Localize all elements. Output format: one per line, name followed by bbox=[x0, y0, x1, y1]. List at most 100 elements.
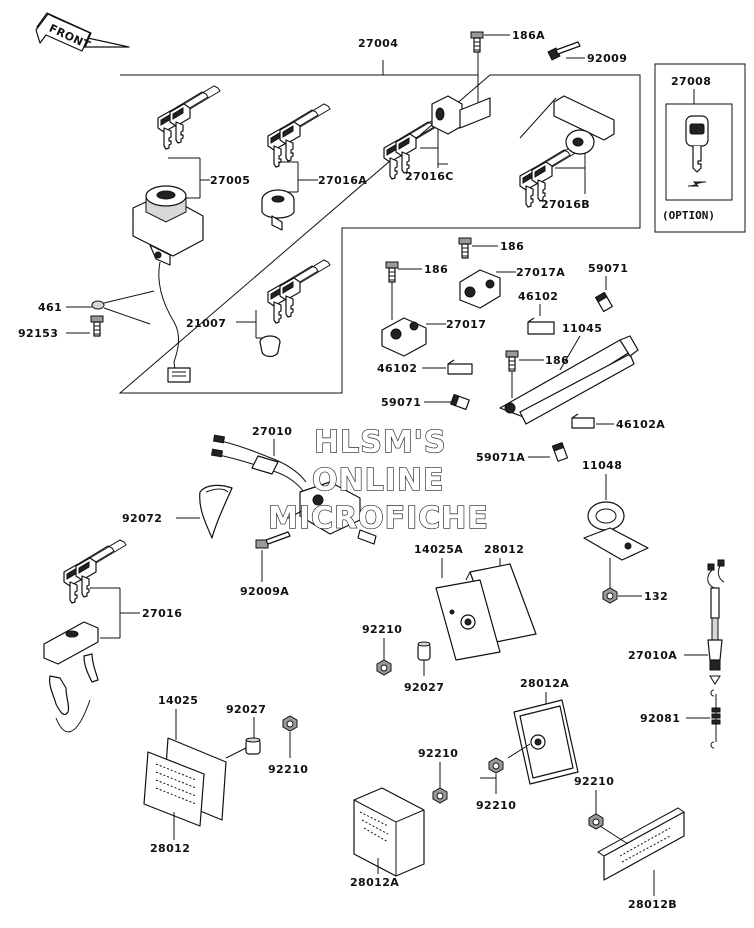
clamp-27017 bbox=[381, 317, 427, 357]
reflector-base-14025 bbox=[143, 751, 205, 827]
option-key-frame bbox=[665, 103, 733, 201]
nut-92210-left bbox=[282, 715, 298, 732]
label-27017: 27017 bbox=[446, 318, 486, 331]
option-label: (OPTION) bbox=[662, 209, 715, 222]
watermark-line-3: MICROFICHE bbox=[268, 501, 489, 536]
label-28012A-top: 28012A bbox=[520, 677, 569, 690]
label-92153: 92153 bbox=[18, 327, 58, 340]
label-186A: 186A bbox=[512, 29, 545, 42]
label-27016C: 27016C bbox=[405, 170, 454, 183]
bolt-186-low bbox=[505, 350, 519, 372]
label-14025: 14025 bbox=[158, 694, 198, 707]
option-box bbox=[654, 63, 746, 233]
switch-27010 bbox=[210, 434, 377, 545]
label-27010A: 27010A bbox=[628, 649, 677, 662]
option-key-icon bbox=[685, 115, 709, 187]
watermark-line-2: ONLINE bbox=[312, 463, 445, 498]
connector-59071-top bbox=[595, 291, 613, 313]
label-11045: 11045 bbox=[562, 322, 602, 335]
switch-27010A bbox=[707, 559, 725, 685]
label-27008: 27008 bbox=[671, 75, 711, 88]
label-186-low: 186 bbox=[545, 354, 569, 367]
keys-27005 bbox=[158, 86, 220, 149]
label-132: 132 bbox=[644, 590, 668, 603]
spacer-92027-left bbox=[245, 737, 261, 755]
lock-27016A bbox=[261, 189, 295, 231]
label-59071-top: 59071 bbox=[588, 262, 628, 275]
bracket-46102-low bbox=[447, 359, 473, 375]
keys-21007 bbox=[268, 260, 330, 323]
label-27016B: 27016B bbox=[541, 198, 590, 211]
label-27004: 27004 bbox=[358, 37, 398, 50]
label-92210-mid: 92210 bbox=[362, 623, 402, 636]
label-27016: 27016 bbox=[142, 607, 182, 620]
label-186-top: 186 bbox=[500, 240, 524, 253]
watermark: HLSM'S ONLINE MICROFICHE bbox=[267, 424, 489, 536]
label-59071-low: 59071 bbox=[381, 396, 421, 409]
bolt-92153 bbox=[90, 315, 104, 337]
band-92072 bbox=[199, 484, 233, 539]
nut-92210-mid bbox=[376, 659, 392, 676]
label-92009A: 92009A bbox=[240, 585, 289, 598]
label-46102-top: 46102 bbox=[518, 290, 558, 303]
connector-59071A bbox=[551, 442, 569, 462]
label-28012-top: 28012 bbox=[484, 543, 524, 556]
label-46102A: 46102A bbox=[616, 418, 665, 431]
front-arrow-icon: FRONT bbox=[35, 12, 130, 52]
label-28012-left: 28012 bbox=[150, 842, 190, 855]
label-14025A: 14025A bbox=[414, 543, 463, 556]
label-11048: 11048 bbox=[582, 459, 622, 472]
label-186-mid: 186 bbox=[424, 263, 448, 276]
ignition-switch-27005 bbox=[132, 185, 204, 383]
bracket-11048 bbox=[583, 501, 649, 561]
bolt-186-top bbox=[458, 237, 472, 259]
lock-27016 bbox=[43, 621, 99, 733]
label-92081: 92081 bbox=[640, 712, 680, 725]
label-27005: 27005 bbox=[210, 174, 250, 187]
label-92027-left: 92027 bbox=[226, 703, 266, 716]
label-28012B: 28012B bbox=[628, 898, 677, 911]
bracket-46102A bbox=[571, 413, 595, 429]
label-46102-low: 46102 bbox=[377, 362, 417, 375]
nut-92210-right bbox=[488, 757, 504, 774]
lock-27016B bbox=[519, 95, 615, 155]
watermark-line-1: HLSM'S bbox=[314, 425, 446, 460]
screw-92009A bbox=[255, 531, 291, 549]
label-92027-mid: 92027 bbox=[404, 681, 444, 694]
label-92210-right: 92210 bbox=[476, 799, 516, 812]
label-92210-left: 92210 bbox=[268, 763, 308, 776]
reflector-28012A-bottom bbox=[353, 787, 425, 877]
bolt-186A bbox=[470, 31, 484, 53]
label-21007: 21007 bbox=[186, 317, 226, 330]
screw-132 bbox=[602, 587, 618, 604]
reflector-28012A-top bbox=[507, 699, 579, 785]
washer-461 bbox=[91, 300, 105, 310]
label-92210-far: 92210 bbox=[574, 775, 614, 788]
spacer-92027-mid bbox=[417, 641, 431, 661]
label-27016A: 27016A bbox=[318, 174, 367, 187]
keys-27016A bbox=[268, 104, 330, 167]
spring-92081 bbox=[710, 689, 721, 749]
connector-59071-low bbox=[450, 393, 470, 411]
bracket-11045 bbox=[499, 335, 639, 425]
label-28012A-bottom: 28012A bbox=[350, 876, 399, 889]
reflector-base-14025A bbox=[435, 579, 501, 661]
label-92072: 92072 bbox=[122, 512, 162, 525]
reflector-28012B bbox=[597, 807, 685, 881]
kit-27004-outline bbox=[118, 74, 641, 394]
label-27017A: 27017A bbox=[516, 266, 565, 279]
nut-92210-center bbox=[432, 787, 448, 804]
label-92009: 92009 bbox=[587, 52, 627, 65]
label-59071A: 59071A bbox=[476, 451, 525, 464]
bracket-46102-top bbox=[527, 317, 555, 335]
label-27010: 27010 bbox=[252, 425, 292, 438]
lock-27016C bbox=[431, 95, 491, 135]
bolt-186-mid bbox=[385, 261, 399, 283]
label-92210-center: 92210 bbox=[418, 747, 458, 760]
screw-92009 bbox=[547, 41, 581, 61]
clamp-27017A bbox=[459, 269, 501, 309]
lock-21007 bbox=[259, 335, 281, 358]
label-461: 461 bbox=[38, 301, 62, 314]
keys-27016 bbox=[64, 540, 126, 603]
